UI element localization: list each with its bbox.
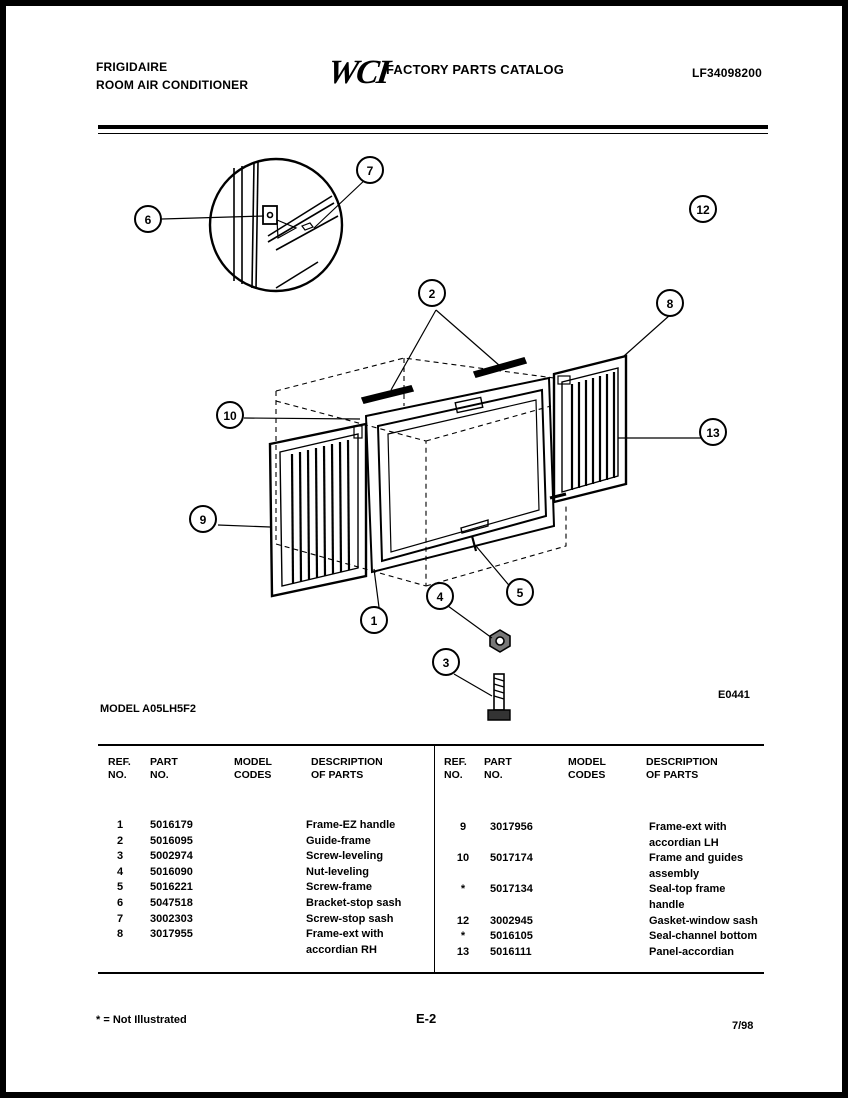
row-ref: 4 [116,865,124,878]
callout-5: 5 [517,586,524,600]
row-desc: Panel-accordian [649,945,734,958]
row-ref: 13 [456,945,470,958]
row-desc: Frame-ext with accordian RH [306,928,384,956]
callout-12: 12 [696,203,710,217]
row-ref: 5 [116,881,124,894]
not-illustrated-note: * = Not Illustrated [96,1014,187,1026]
accordion-lh [268,422,368,598]
callout-13: 13 [706,426,720,440]
row-desc: Gasket-window sash [649,914,758,927]
catalog-date: 7/98 [732,1020,754,1032]
row-desc: Nut-leveling [306,865,369,878]
callout-9: 9 [200,513,207,527]
guide-frame-parts [360,357,528,404]
callout-circles [134,156,727,676]
table-top-rule [98,744,764,746]
row-part: 5016095 [150,834,193,847]
callout-8: 8 [667,297,674,311]
leveling-nut [489,629,511,653]
row-ref: 8 [116,928,124,941]
header-ref-right: REF.NO. [444,756,467,781]
header-rule [98,125,768,129]
callout-6: 6 [145,213,152,227]
product-name: ROOM AIR CONDITIONER [96,78,249,92]
callout-3: 3 [443,656,450,670]
row-desc: Screw-frame [306,881,373,894]
detail-inset [208,157,344,293]
row-part: 5016179 [150,819,193,831]
callout-7: 7 [367,164,374,178]
row-desc: Screw-stop sash [306,912,394,925]
row-ref: 2 [116,834,124,847]
callout-2: 2 [429,287,436,301]
table-bottom-rule [98,972,764,974]
row-ref: 9 [459,821,467,833]
ac-unit-outline [275,357,567,587]
row-ref: 3 [116,850,124,863]
row-desc: Seal-top frame handle [649,883,726,911]
row-ref: 6 [116,897,124,909]
row-part: 5016221 [150,881,193,894]
row-desc: Frame-ext with accordian LH [649,821,727,849]
row-part: 5017134 [490,883,533,896]
row-desc: Screw-leveling [306,850,384,863]
brand-name: FRIGIDAIRE [96,60,168,74]
callout-4: 4 [437,590,444,604]
callout-10: 10 [223,409,237,423]
row-part: 3002303 [150,912,193,925]
leveling-screw [487,673,511,721]
accordion-rh [549,354,628,504]
catalog-number: LF34098200 [692,66,763,80]
table-divider [434,746,435,972]
row-part: 5047518 [150,897,193,909]
row-part: 3017955 [150,928,193,941]
header-ref: REF.NO. [108,756,131,781]
row-part: 5002974 [150,850,193,863]
catalog-page: FRIGIDAIRE ROOM AIR CONDITIONER WCI FACT… [6,6,842,1092]
front-frame [364,376,556,574]
row-ref: 12 [456,914,470,927]
row-ref: 1 [116,819,124,831]
row-part: 3002945 [490,914,533,927]
row-ref: 7 [116,912,124,925]
diagram-code: E0441 [718,689,750,701]
row-desc: Seal-channel bottom [649,930,758,943]
callout-1: 1 [371,614,378,628]
row-desc: Bracket-stop sash [306,897,402,909]
header-rule-thin [98,133,768,134]
row-desc: Guide-frame [306,834,371,847]
row-ref: * [460,930,466,943]
row-part: 5016111 [490,945,532,958]
row-desc: Frame-EZ handle [306,819,396,831]
row-part: 5017174 [490,852,533,865]
page-number: E-2 [416,1011,437,1026]
row-desc: Frame and guides assembly [649,852,744,880]
row-part: 5016090 [150,865,193,878]
row-part: 5016105 [490,930,533,943]
leader-lines [161,177,706,697]
row-part: 3017956 [490,821,533,833]
model-number: MODEL A05LH5F2 [100,703,196,715]
catalog-title: FACTORY PARTS CATALOG [386,62,565,77]
row-ref: * [460,883,466,896]
exploded-parts-diagram: 7 6 12 2 8 10 13 9 5 1 4 3 [134,156,727,721]
row-ref: 10 [456,852,470,865]
